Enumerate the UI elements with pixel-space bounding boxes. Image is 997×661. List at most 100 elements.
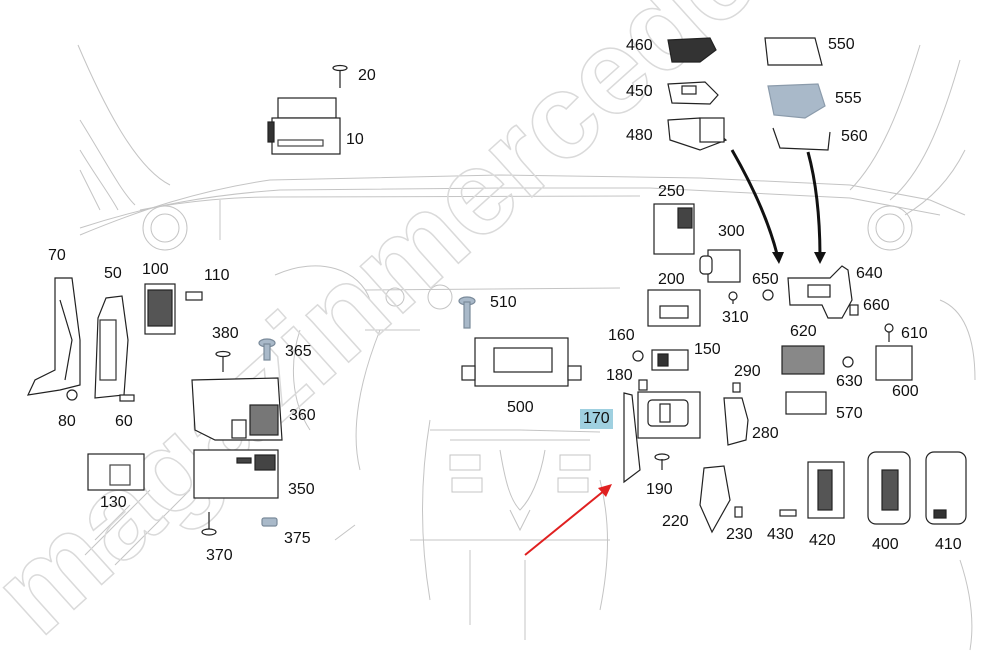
arrow-black-1 [730,149,780,259]
callout-200[interactable]: 200 [658,271,685,288]
part-360-drawing[interactable] [191,377,283,441]
callout-420[interactable]: 420 [809,532,836,549]
callout-10[interactable]: 10 [346,131,364,148]
part-280-drawing[interactable] [723,397,749,446]
callout-130[interactable]: 130 [100,494,127,511]
callout-600[interactable]: 600 [892,383,919,400]
part-410-drawing[interactable] [925,451,967,525]
callout-150[interactable]: 150 [694,341,721,358]
callout-110[interactable]: 110 [204,267,230,284]
part-160-drawing[interactable] [632,350,644,362]
callout-630[interactable]: 630 [836,373,863,390]
part-560-drawing[interactable] [772,127,831,151]
part-370-drawing[interactable] [201,512,217,536]
part-300-drawing[interactable] [699,249,741,283]
callout-550[interactable]: 550 [828,36,855,53]
part-600-drawing[interactable] [875,345,913,381]
part-310-drawing[interactable] [728,291,738,304]
callout-360[interactable]: 360 [289,407,316,424]
part-630-drawing[interactable] [842,356,854,368]
part-200-drawing[interactable] [647,289,701,327]
part-650-drawing[interactable] [762,289,774,301]
callout-375[interactable]: 375 [284,530,311,547]
callout-170-highlighted[interactable]: 170 [580,409,613,429]
arrow-red [524,484,612,556]
part-555-drawing[interactable] [767,83,826,119]
part-380-drawing[interactable] [215,350,231,373]
callout-430[interactable]: 430 [767,526,794,543]
part-230-drawing[interactable] [734,506,743,518]
part-250-drawing[interactable] [653,203,695,255]
callout-400[interactable]: 400 [872,536,899,553]
callout-230[interactable]: 230 [726,526,753,543]
callout-190[interactable]: 190 [646,481,673,498]
part-10-drawing[interactable] [267,97,341,155]
callout-350[interactable]: 350 [288,481,315,498]
callout-610[interactable]: 610 [901,325,928,342]
arrow-black-2 [806,151,822,259]
callout-560[interactable]: 560 [841,128,868,145]
part-570-drawing[interactable] [785,391,827,415]
callout-300[interactable]: 300 [718,223,745,240]
callout-220[interactable]: 220 [662,513,689,530]
part-510-drawing[interactable] [458,296,476,329]
callout-100[interactable]: 100 [142,261,169,278]
part-60-drawing[interactable] [119,394,135,402]
callout-20[interactable]: 20 [358,67,376,84]
callout-640[interactable]: 640 [856,265,883,282]
callout-160[interactable]: 160 [608,327,635,344]
callout-290[interactable]: 290 [734,363,761,380]
callout-70[interactable]: 70 [48,247,66,264]
callout-650[interactable]: 650 [752,271,779,288]
part-220-drawing[interactable] [699,465,731,534]
callout-310[interactable]: 310 [722,309,749,326]
part-180-drawing[interactable] [638,379,648,391]
callout-620[interactable]: 620 [790,323,817,340]
callout-80[interactable]: 80 [58,413,76,430]
part-290-drawing[interactable] [732,382,741,393]
part-375-drawing[interactable] [261,517,278,527]
part-610-drawing[interactable] [884,323,894,342]
callout-510[interactable]: 510 [490,294,517,311]
part-460-drawing[interactable] [667,37,717,63]
callout-410[interactable]: 410 [935,536,962,553]
part-550-drawing[interactable] [764,37,823,66]
callout-380[interactable]: 380 [212,325,239,342]
callout-50[interactable]: 50 [104,265,122,282]
part-400-drawing[interactable] [867,451,911,525]
part-660-drawing[interactable] [849,304,859,316]
callout-500[interactable]: 500 [507,399,534,416]
part-170-drawing[interactable] [623,391,701,484]
part-640-drawing[interactable] [787,265,853,319]
part-365-drawing[interactable] [258,338,276,361]
callout-180[interactable]: 180 [606,367,633,384]
callout-365[interactable]: 365 [285,343,312,360]
part-190-drawing[interactable] [654,453,670,470]
callout-250[interactable]: 250 [658,183,685,200]
part-20-drawing[interactable] [332,64,348,89]
callout-370[interactable]: 370 [206,547,233,564]
callout-450[interactable]: 450 [626,83,653,100]
callout-570[interactable]: 570 [836,405,863,422]
part-480-drawing[interactable] [667,117,728,151]
part-100-drawing[interactable] [144,283,176,335]
part-110-drawing[interactable] [185,291,203,301]
part-500-drawing[interactable] [461,337,582,387]
part-420-drawing[interactable] [807,461,845,519]
part-130-drawing[interactable] [87,453,145,491]
part-450-drawing[interactable] [667,81,719,105]
callout-480[interactable]: 480 [626,127,653,144]
callout-280[interactable]: 280 [752,425,779,442]
callout-555[interactable]: 555 [835,90,862,107]
part-50-drawing[interactable] [94,295,129,399]
part-150-drawing[interactable] [651,349,689,371]
part-70-drawing[interactable] [26,277,81,396]
callout-460[interactable]: 460 [626,37,653,54]
part-350-drawing[interactable] [193,449,279,499]
part-620-drawing[interactable] [781,345,825,375]
callout-60[interactable]: 60 [115,413,133,430]
part-430-drawing[interactable] [779,509,797,517]
callout-660[interactable]: 660 [863,297,890,314]
part-80-drawing[interactable] [66,389,78,401]
